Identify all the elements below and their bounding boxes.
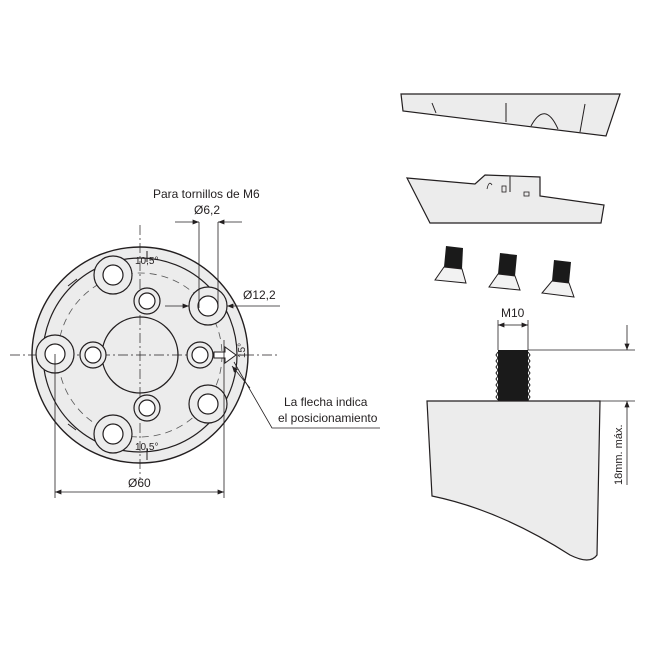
hole-diameter-label: Ø6,2 [194,203,220,217]
side-view: M10 18mm. máx. [400,93,635,561]
foot-body [426,400,601,561]
counterbore-diameter-label: Ø12,2 [243,288,276,302]
screw-icon [488,253,521,291]
screw-icon [434,246,467,284]
threaded-stud [498,350,528,401]
screw-icon [541,260,575,298]
thread-size-label: M10 [501,306,525,320]
positioning-arrow-icon [213,346,237,364]
arrow-note-line2: el posicionamiento [278,411,378,425]
screws [434,246,575,298]
angle-top-label: 10,5° [135,256,158,267]
mounting-plate [405,174,605,224]
arrow-note-line1: La flecha indica [284,395,368,409]
inner-holes [79,287,214,422]
angle-arrow-label: 15° [237,343,248,358]
screw-note-label: Para tornillos de M6 [153,187,260,201]
top-view: Para tornillos de M6 Ø6,2 Ø12,2 10,5° 10… [10,187,380,498]
counterbored-holes [35,255,228,454]
top-cap [400,93,621,137]
outer-diameter-label: Ø60 [128,476,151,490]
angle-bottom-label: 10,5° [135,442,158,453]
max-length-label: 18mm. máx. [613,424,625,485]
